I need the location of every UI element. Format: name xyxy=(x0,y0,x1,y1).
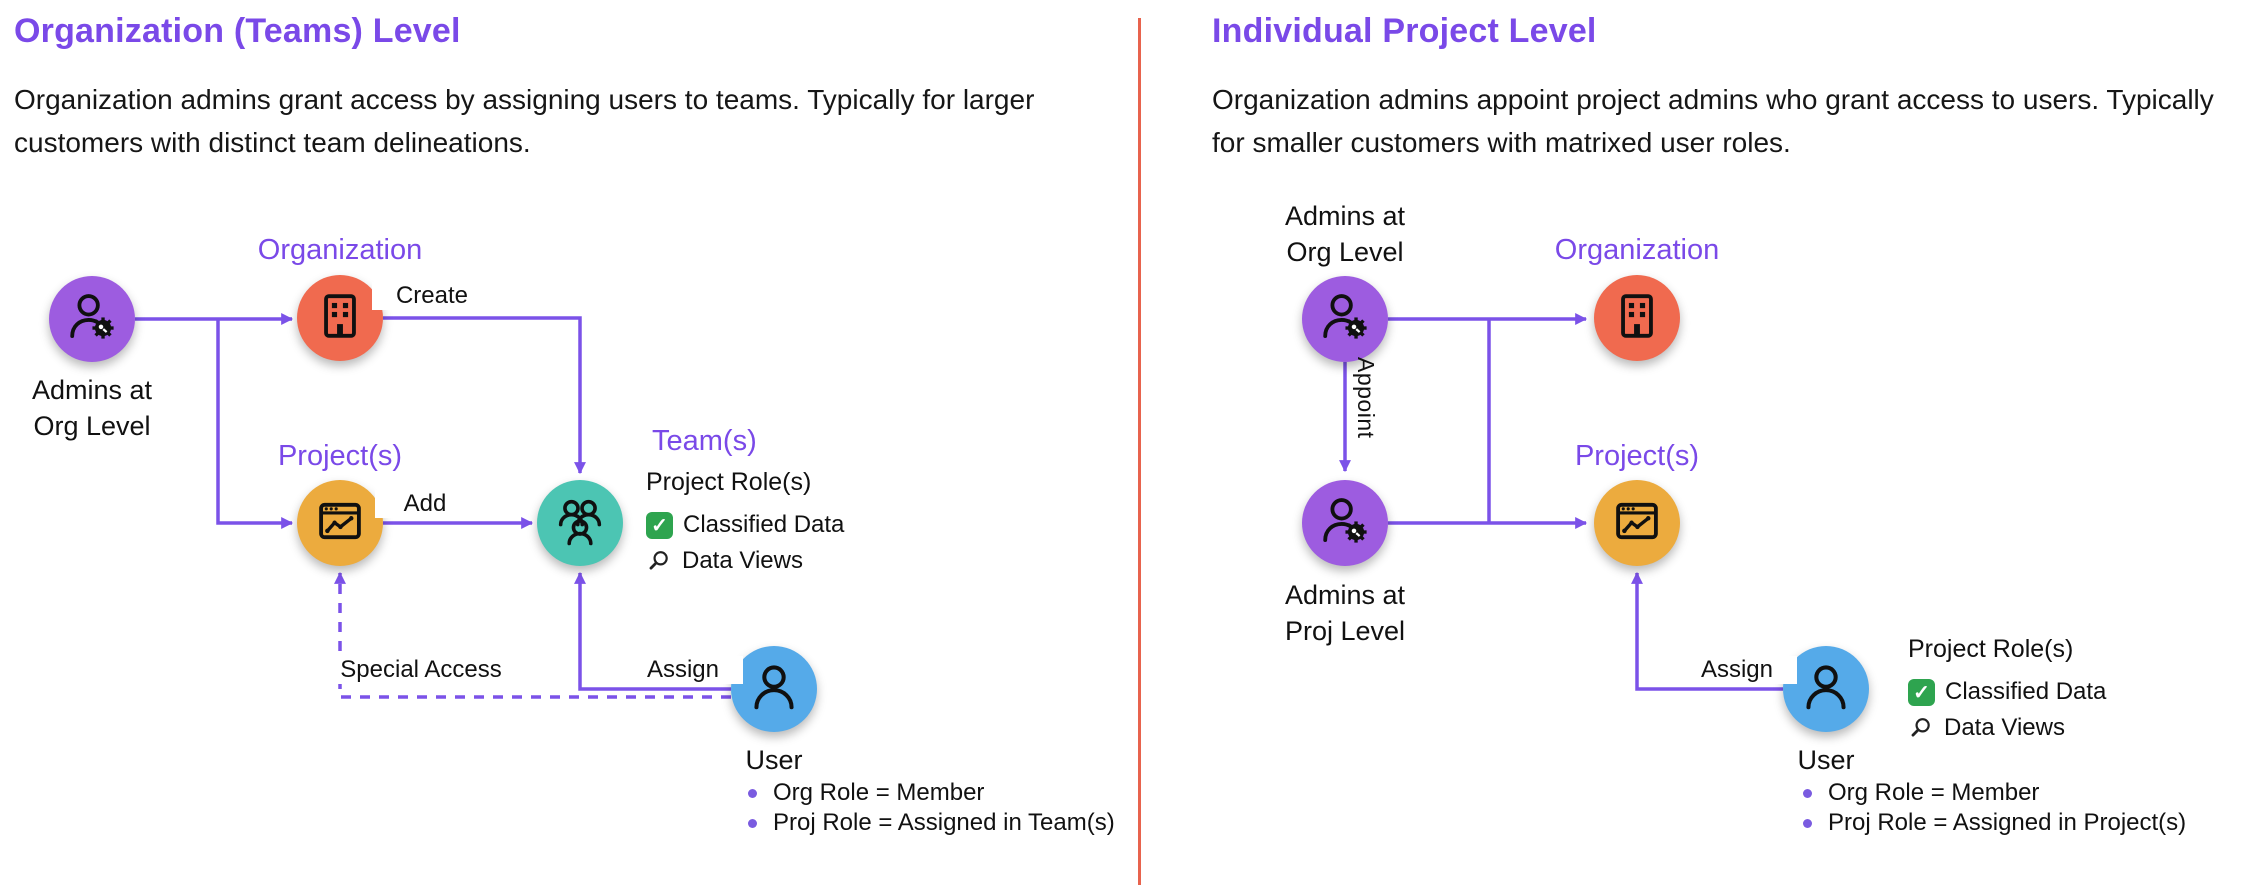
left-projects-node xyxy=(297,480,383,566)
right-panel-title: Individual Project Level xyxy=(1212,12,1597,50)
left-user-bullets: Org Role = Member Proj Role = Assigned i… xyxy=(748,778,1115,838)
left-admin-node xyxy=(49,276,135,362)
right-org-admin-label: Admins at Org Level xyxy=(1284,201,1406,268)
dashboard-icon xyxy=(1610,494,1664,553)
left-data-views-row: Data Views xyxy=(646,547,844,575)
left-organization-label: Organization xyxy=(257,234,423,266)
edge-add-label: Add xyxy=(375,490,475,518)
right-proj-admin-label: Admins at Proj Level xyxy=(1284,580,1406,647)
arrow-user-to-project xyxy=(1631,571,1783,691)
team-icon xyxy=(553,494,607,553)
right-user-label: User xyxy=(1797,745,1855,775)
left-user-label: User xyxy=(745,745,803,775)
edge-assign-label-right: Assign xyxy=(1677,656,1797,684)
building-icon xyxy=(1610,289,1664,348)
dashboard-icon xyxy=(313,494,367,553)
left-user-node xyxy=(731,646,817,732)
right-user-node xyxy=(1783,646,1869,732)
bullet-icon xyxy=(1803,788,1812,798)
admin-gear-icon xyxy=(65,290,119,349)
edge-appoint-label: Appoint xyxy=(1353,357,1379,439)
left-projects-label: Project(s) xyxy=(277,440,403,472)
left-classified-row: ✓ Classified Data xyxy=(646,511,844,539)
right-proj-admin-node xyxy=(1302,480,1388,566)
right-data-views-row: Data Views xyxy=(1908,714,2106,742)
left-organization-node xyxy=(297,275,383,361)
arrow-org-to-team xyxy=(383,316,586,475)
left-bullet-0: Org Role = Member xyxy=(773,779,985,806)
check-icon: ✓ xyxy=(1908,678,1935,706)
edge-create-label: Create xyxy=(372,282,492,310)
admin-gear-icon xyxy=(1318,494,1372,553)
left-panel-title: Organization (Teams) Level xyxy=(14,12,461,50)
right-classified-row: ✓ Classified Data xyxy=(1908,678,2106,706)
building-icon xyxy=(313,289,367,348)
list-item: Proj Role = Assigned in Project(s) xyxy=(1803,808,2186,838)
check-icon: ✓ xyxy=(646,511,673,539)
right-panel-description: Organization admins appoint project admi… xyxy=(1212,84,2214,159)
right-roles-panel: Project Role(s) ✓ Classified Data Data V… xyxy=(1908,635,2106,750)
panel-divider xyxy=(1138,18,1141,885)
left-admin-label: Admins at Org Level xyxy=(31,375,153,442)
left-roles-panel: Project Role(s) ✓ Classified Data Data V… xyxy=(646,468,844,583)
right-organization-label: Organization xyxy=(1554,234,1720,266)
bullet-icon xyxy=(1803,818,1812,828)
edge-special-access-label: Special Access xyxy=(321,656,521,684)
right-projects-node xyxy=(1594,480,1680,566)
right-org-admin-node xyxy=(1302,276,1388,362)
right-projects-label: Project(s) xyxy=(1574,440,1700,472)
magnifier-icon xyxy=(1908,715,1934,741)
magnifier-icon xyxy=(646,548,672,574)
bullet-icon xyxy=(748,788,757,798)
arrow-user-to-team xyxy=(574,571,731,691)
right-classified-label: Classified Data xyxy=(1945,678,2107,705)
left-teams-node xyxy=(537,480,623,566)
right-roles-heading: Project Role(s) xyxy=(1908,635,2074,663)
admin-gear-icon xyxy=(1318,290,1372,349)
left-classified-label: Classified Data xyxy=(683,511,845,538)
left-teams-label: Team(s) xyxy=(652,425,757,457)
right-bullet-0: Org Role = Member xyxy=(1828,779,2040,806)
right-bullet-1: Proj Role = Assigned in Project(s) xyxy=(1828,809,2187,836)
right-user-bullets: Org Role = Member Proj Role = Assigned i… xyxy=(1803,778,2186,838)
left-panel-description: Organization admins grant access by assi… xyxy=(14,84,1035,159)
edge-assign-label: Assign xyxy=(623,656,743,684)
right-organization-node xyxy=(1594,275,1680,361)
user-icon xyxy=(1799,660,1853,719)
left-bullet-1: Proj Role = Assigned in Team(s) xyxy=(773,809,1115,836)
right-data-views-label: Data Views xyxy=(1944,714,2065,741)
arrow-admin-to-project xyxy=(216,319,294,529)
left-data-views-label: Data Views xyxy=(682,547,803,574)
bullet-icon xyxy=(748,818,757,828)
list-item: Org Role = Member xyxy=(1803,778,2186,808)
user-icon xyxy=(747,660,801,719)
list-item: Proj Role = Assigned in Team(s) xyxy=(748,808,1115,838)
left-roles-heading: Project Role(s) xyxy=(646,468,812,496)
list-item: Org Role = Member xyxy=(748,778,1115,808)
